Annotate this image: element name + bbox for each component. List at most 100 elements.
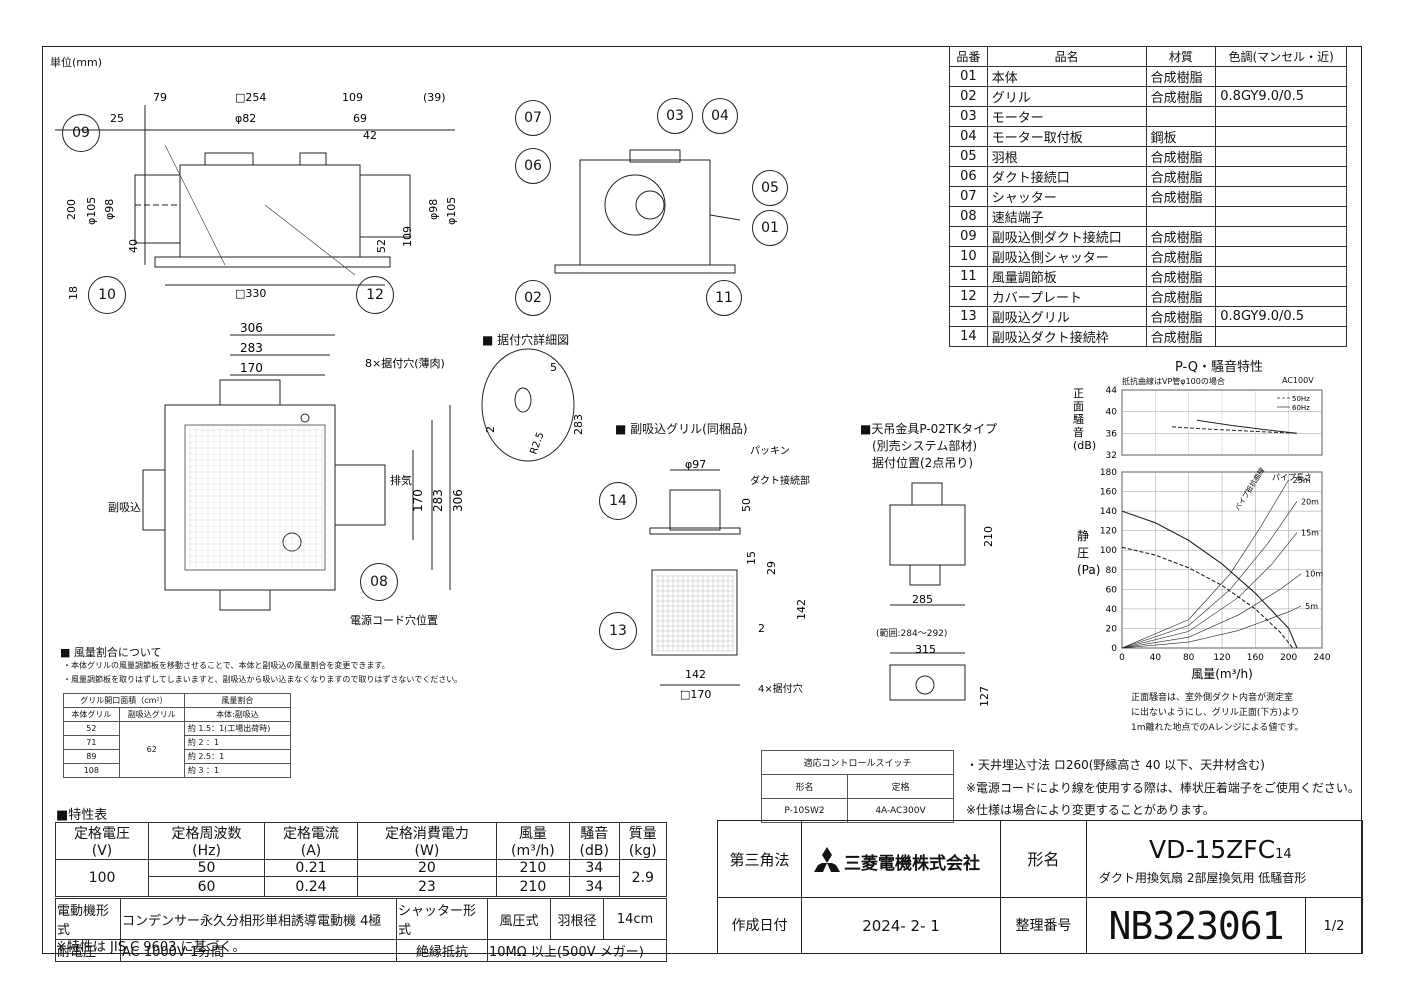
hanger-dim-127: 127 — [978, 686, 991, 707]
parts-cell — [1215, 185, 1347, 207]
control-switch-table: 適応コントロールスイッチ 形名 定格 P-10SW2 4A-AC300V — [761, 750, 955, 823]
parts-cell: モーター — [986, 105, 1147, 127]
pq-line-60Hz — [1121, 510, 1298, 649]
dim-170: 170 — [240, 361, 263, 375]
sub-grille-face — [651, 569, 738, 656]
hole-detail-title: ■ 据付穴詳細図 — [482, 333, 570, 347]
spec-header-1: 定格周波数(Hz) — [148, 822, 265, 860]
dim-98-l: φ98 — [103, 199, 116, 220]
p-tick-label: 20 — [1106, 624, 1118, 634]
ratio-row-1-area: 52 — [63, 721, 120, 736]
parts-header-3: 色調(マンセル・近) — [1215, 46, 1347, 67]
hole-dim-r: R2.5 — [528, 431, 546, 456]
spec-header-5: 騒音(dB) — [568, 822, 620, 860]
chart-note: 抵抗曲線はVP管φ100の場合 — [1122, 377, 1225, 386]
dim-109: 109 — [342, 91, 363, 104]
model-cell: VD-15ZFC14 ダクト用換気扇 2部屋換気用 低騒音形 — [1086, 820, 1363, 898]
spec-header-name: 定格周波数 — [171, 826, 242, 842]
x-tick-label: 120 — [1213, 653, 1230, 663]
spec-noise-50: 34 — [568, 859, 620, 877]
spec-current-60: 0.24 — [263, 876, 359, 897]
parts-cell: 風量調節板 — [986, 265, 1147, 287]
hole-dim-5: 5 — [550, 361, 557, 374]
parts-cell: 副吸込側シャッター — [986, 245, 1147, 267]
spec-header-unit: (A) — [300, 843, 322, 859]
dim-82: φ82 — [235, 112, 256, 125]
parts-cell: 速結端子 — [986, 205, 1147, 227]
parts-cell: 13 — [949, 305, 988, 327]
n-tick-label: 32 — [1106, 451, 1117, 461]
spec-noise-60: 34 — [568, 876, 620, 897]
chart-power: AC100V — [1282, 376, 1314, 385]
dim-52: 52 — [375, 239, 388, 253]
ratio-row-4-area: 108 — [63, 763, 120, 778]
parts-cell: 合成樹脂 — [1145, 325, 1217, 347]
grille-plate — [154, 256, 391, 268]
sg-dim-15: 15 — [745, 551, 758, 565]
spec-header-6: 質量(kg) — [618, 822, 668, 860]
company-cell: 三菱電機株式会社 — [801, 820, 1001, 898]
spec-voltage: 100 — [54, 859, 150, 897]
specs-footnote: ※特性は JIS C 9603 に基づく。 — [56, 940, 246, 955]
hanger-subtitle: (別売システム部材) — [872, 439, 978, 453]
resistance-curve-25m — [1121, 479, 1289, 649]
ratio-table: グリル開口面積（cm²） 風量割合 本体グリル 副吸込グリル 本体:副吸込 52… — [63, 693, 292, 778]
callout-14: 14 — [599, 482, 637, 520]
dim-98-r: φ98 — [427, 199, 440, 220]
spec-header-unit: (dB) — [579, 843, 609, 859]
parts-cell: 05 — [949, 145, 988, 167]
sg-dim-50: 50 — [740, 498, 753, 512]
dim-39: (39) — [423, 91, 446, 104]
dim-42: 42 — [363, 129, 377, 142]
dim-105-r: φ105 — [445, 197, 458, 225]
ratio-row-4-ratio: 約 3 ：1 — [183, 763, 292, 778]
parts-cell: 01 — [949, 65, 988, 87]
ratio-sub-2: 副吸込グリル — [118, 707, 185, 722]
spec-power-50: 20 — [357, 859, 497, 877]
dim-306-v: 306 — [451, 489, 465, 512]
pressure-axis-label: 静 — [1077, 529, 1089, 543]
noise-line-50Hz — [1171, 426, 1298, 434]
p-tick-label: 140 — [1100, 507, 1117, 517]
callout-02: 02 — [515, 280, 551, 316]
parts-cell — [1215, 205, 1347, 227]
noise-axis-label: 騒 — [1073, 413, 1084, 426]
parts-cell: グリル — [986, 85, 1147, 107]
ratio-sub-1: 本体グリル — [63, 707, 120, 722]
parts-cell — [1215, 325, 1347, 347]
parts-cell: 合成樹脂 — [1145, 145, 1217, 167]
dim-283: 283 — [240, 341, 263, 355]
model-number: VD-15ZFC — [1149, 835, 1276, 864]
ratio-row-2-ratio: 約 2 ：1 — [183, 735, 292, 750]
spec-header-4: 風量(m³/h) — [495, 822, 570, 860]
ratio-note-1: ・本体グリルの風量調節板を移動させることで、本体と副吸込の風量割合を変更できます… — [63, 661, 390, 670]
p-tick-label: 100 — [1100, 546, 1117, 556]
parts-header-0: 品番 — [949, 46, 988, 67]
ratio-header2: 風量割合 — [183, 693, 292, 708]
parts-cell: 羽根 — [986, 145, 1147, 167]
dim-283-v: 283 — [431, 489, 445, 512]
dim-306: 306 — [240, 321, 263, 335]
top-view: 306 283 170 170 283 306 8×据付穴(薄肉) 排気 副吸込… — [108, 321, 465, 627]
insulation-label: 絶縁抵抗 — [396, 939, 488, 962]
parts-cell: 合成樹脂 — [1145, 285, 1217, 307]
spec-header-unit: (kg) — [628, 843, 657, 859]
ctrl-header-model: 形名 — [761, 774, 848, 799]
body-outline — [179, 164, 361, 258]
sg-dim-170: □170 — [680, 688, 711, 701]
parts-cell: ダクト接続口 — [986, 165, 1147, 187]
drawing-number: NB323061 — [1086, 897, 1306, 954]
section-view — [554, 149, 741, 274]
parts-cell: 08 — [949, 205, 988, 227]
packing-label: パッキン — [750, 445, 790, 457]
ctrl-rating: 4A-AC300V — [846, 798, 955, 823]
x-tick-label: 240 — [1313, 653, 1330, 663]
pq-line-50Hz — [1121, 546, 1294, 649]
p-tick-label: 80 — [1106, 566, 1118, 576]
